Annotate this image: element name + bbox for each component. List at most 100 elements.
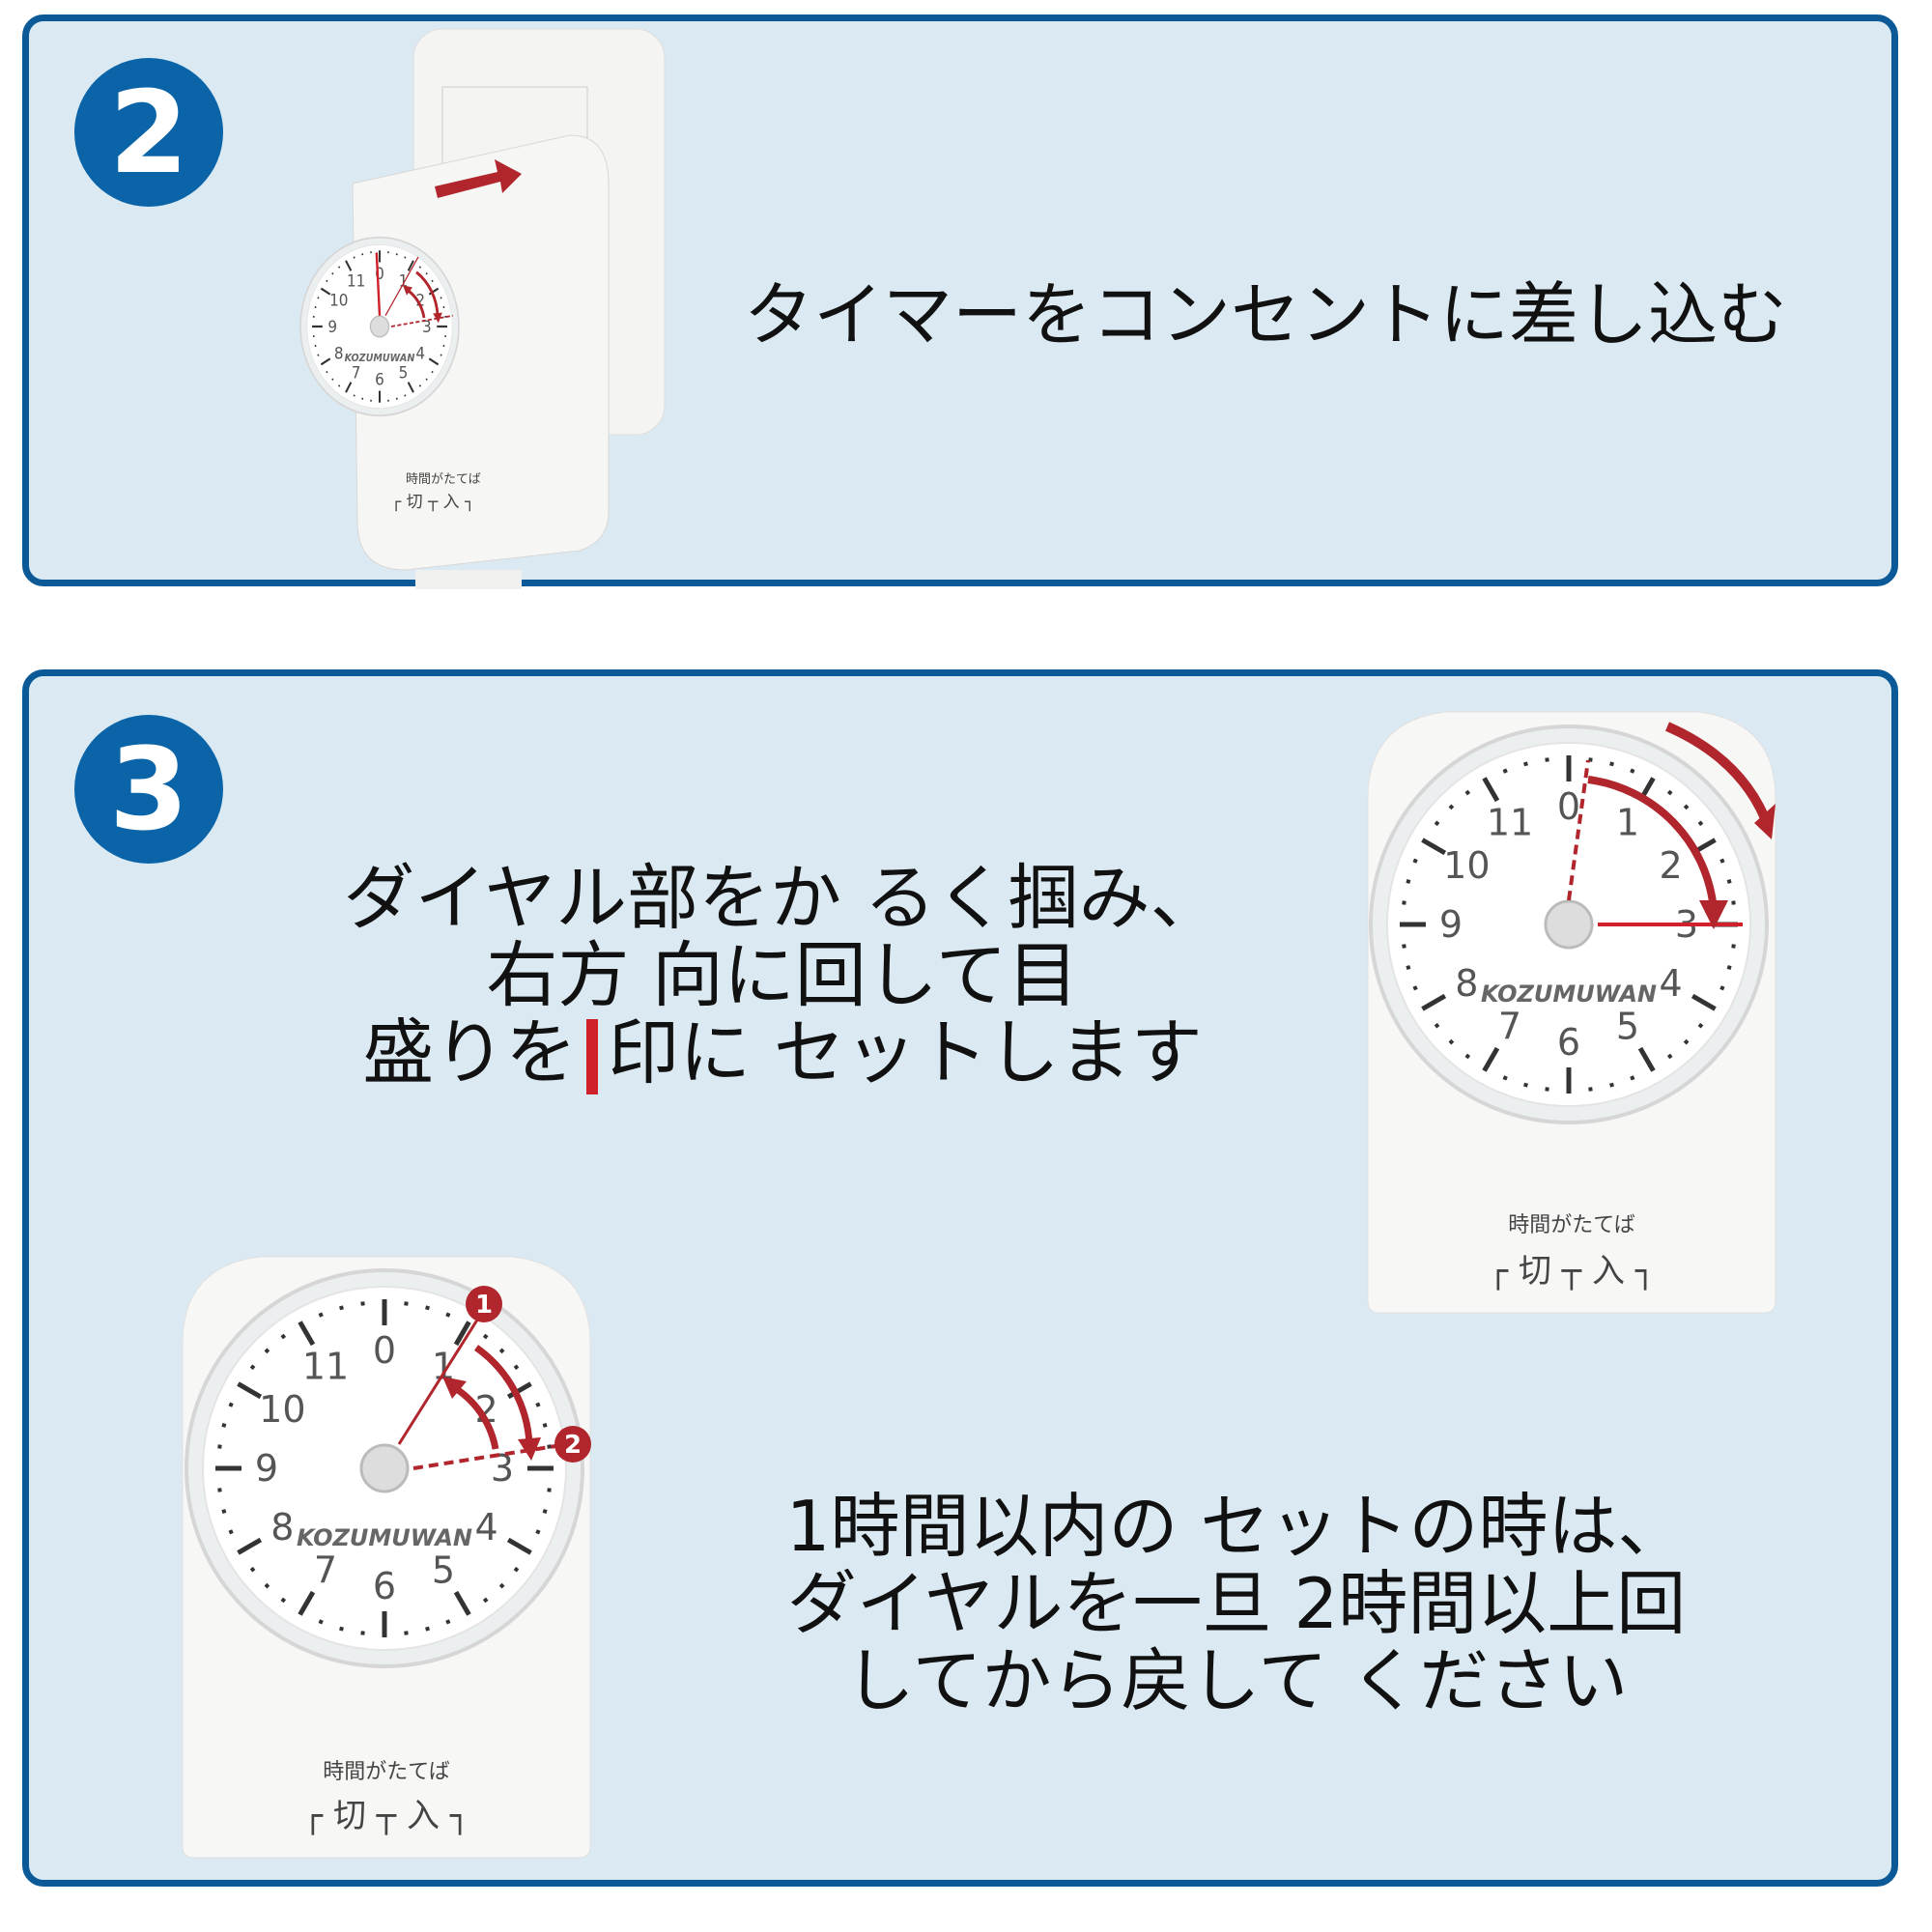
dial-tick xyxy=(1726,965,1732,970)
marker-1-label: 1 xyxy=(475,1291,493,1320)
dial-tick xyxy=(547,1444,552,1449)
dial-tick xyxy=(535,1402,541,1407)
dial-tick xyxy=(1588,1087,1593,1092)
marker-1-icon xyxy=(466,1286,502,1322)
dial-tick xyxy=(1609,761,1614,767)
dial-tick xyxy=(1523,761,1528,767)
dial-tick xyxy=(535,1529,541,1535)
dial-tick xyxy=(1421,838,1447,856)
dial-number: 9 xyxy=(1439,903,1463,946)
dial-number: 8 xyxy=(334,343,344,362)
instruction-line: 印に セットします xyxy=(608,1011,1203,1094)
dial-tick xyxy=(418,266,422,269)
dial-tick xyxy=(506,1381,532,1400)
dial-tick xyxy=(280,1333,287,1340)
dial-tick xyxy=(298,1590,316,1616)
brand-logo: KOZUMUWAN xyxy=(297,1524,472,1551)
dial-tick xyxy=(1406,965,1411,970)
dial-tick xyxy=(298,1321,316,1347)
dial-number: 7 xyxy=(1498,1006,1521,1048)
dial-tick xyxy=(404,394,407,397)
dial-tick xyxy=(445,1312,451,1318)
dial-tick xyxy=(217,1444,222,1449)
dial-tick xyxy=(1482,1046,1500,1072)
dial-tick xyxy=(1731,944,1736,949)
dial-tick xyxy=(428,357,440,366)
device-caption: 時間がたてば xyxy=(406,472,481,487)
dial-tick xyxy=(1421,993,1447,1011)
dial-number: 0 xyxy=(1557,785,1580,828)
step-3-note: 1時間以内の セットの時は、 ダイヤルを一旦 2時間以上回 してから戻して くだ… xyxy=(744,1488,1729,1719)
dial-tick xyxy=(542,1423,548,1428)
dial-tick xyxy=(337,266,341,269)
dial-tick xyxy=(1402,900,1406,905)
dial-tick xyxy=(425,1305,430,1311)
step-number-badge: 2 xyxy=(74,58,223,207)
end-line xyxy=(412,1442,569,1470)
start-line xyxy=(384,256,419,317)
dial-tick xyxy=(1523,1082,1528,1088)
dial-number: 10 xyxy=(1443,844,1490,887)
dial-tick xyxy=(1412,858,1418,864)
dial-tick xyxy=(1719,858,1725,864)
dial-tick xyxy=(1697,820,1704,827)
dial-tick xyxy=(318,1619,324,1625)
device-caption: 時間がたてば xyxy=(323,1760,450,1784)
instruction-line: 盛りを xyxy=(362,1011,578,1094)
dial-tick xyxy=(339,1626,344,1632)
brand-logo: KOZUMUWAN xyxy=(1481,980,1657,1008)
start-line xyxy=(1567,759,1590,901)
dial-tick xyxy=(1482,777,1500,803)
dial-tick xyxy=(1545,757,1549,762)
dial-number: 7 xyxy=(352,363,361,383)
dial-tick xyxy=(320,357,331,366)
dial-tick xyxy=(217,1488,222,1492)
dial-tick xyxy=(482,1597,489,1604)
dial-tick xyxy=(1434,1022,1440,1029)
dial-tick xyxy=(339,1305,344,1311)
dial-number: 5 xyxy=(432,1549,455,1592)
dial-tick xyxy=(264,1582,270,1589)
dial-number: 0 xyxy=(373,1329,396,1372)
dial-number: 6 xyxy=(375,370,384,389)
dial-tick xyxy=(1731,900,1736,905)
dial-tick xyxy=(431,279,434,283)
note-line: してから戻して ください xyxy=(844,1640,1629,1721)
dial-tick xyxy=(1502,768,1508,774)
dial-number: 8 xyxy=(270,1506,294,1548)
dial-tick xyxy=(221,1423,227,1428)
dial-tick xyxy=(264,1348,270,1354)
dial-tick xyxy=(249,1566,256,1573)
instruction-line: 右方 向に回して目 xyxy=(486,934,1079,1017)
dial-tick xyxy=(1726,879,1732,884)
cord xyxy=(415,570,522,589)
dial-tick xyxy=(1609,1082,1614,1088)
dial-tick xyxy=(404,1631,409,1635)
arrowhead-icon xyxy=(403,285,412,296)
rotate-arrow-icon xyxy=(1664,722,1774,830)
dial-number: 4 xyxy=(1660,962,1683,1005)
dial-number: 0 xyxy=(375,264,384,283)
dial-tick xyxy=(1448,804,1455,810)
dial-tick xyxy=(1406,879,1411,884)
red-mark-icon xyxy=(586,1019,599,1095)
dial-knob xyxy=(369,315,390,338)
dial-number: 2 xyxy=(1660,844,1683,887)
dial-tick xyxy=(345,382,353,393)
brand-logo: KOZUMUWAN xyxy=(345,354,415,365)
dial-tick xyxy=(1545,1087,1549,1092)
dial-tick xyxy=(353,394,355,397)
dial-tick xyxy=(228,1402,234,1407)
dial-number: 10 xyxy=(259,1388,305,1431)
dial-tick xyxy=(1502,1075,1508,1081)
arrowhead-icon xyxy=(433,312,442,324)
start-line xyxy=(397,1313,483,1445)
note-line: ダイヤルを一旦 2時間以上回 xyxy=(786,1563,1687,1644)
dial-knob xyxy=(359,1443,410,1493)
dial-tick xyxy=(425,378,428,382)
dial-tick xyxy=(1434,820,1440,827)
dial-tick xyxy=(1630,768,1635,774)
dial-tick xyxy=(498,1348,505,1354)
